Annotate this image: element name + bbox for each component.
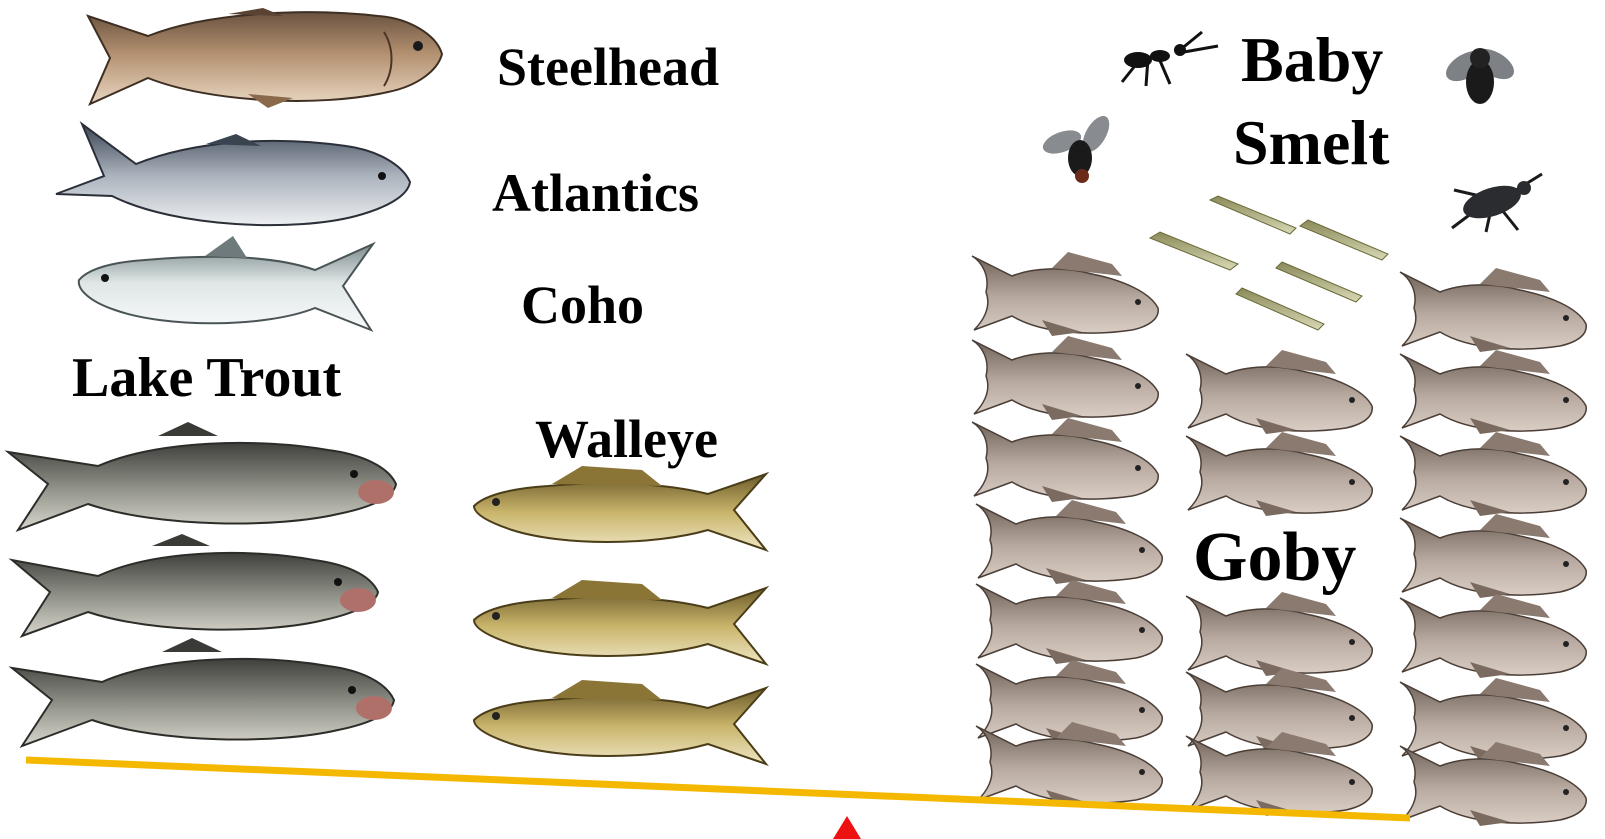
fulcrum-triangle [833,816,861,839]
balance-beam [26,760,1410,818]
